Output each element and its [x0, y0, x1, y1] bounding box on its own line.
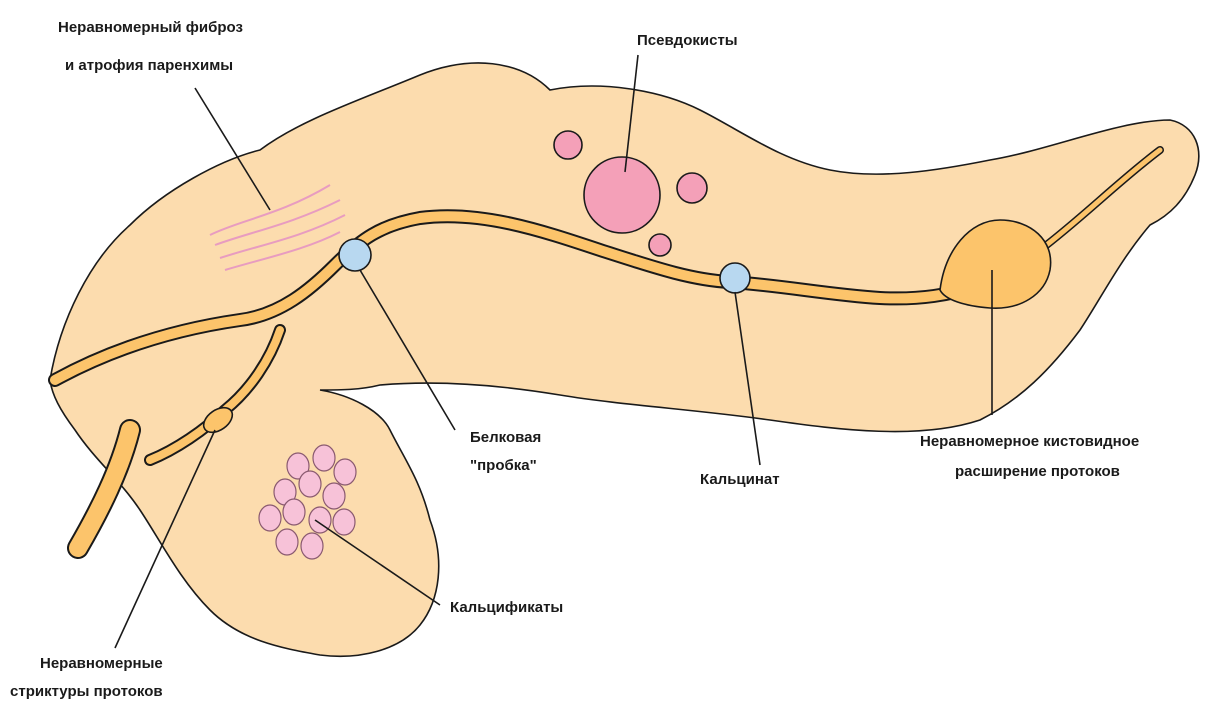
- pancreas-body: [50, 63, 1199, 656]
- pseudocyst-small-1: [554, 131, 582, 159]
- protein-plug: [339, 239, 371, 271]
- label-protein-plug-line1: Белковая: [470, 429, 541, 446]
- label-strictures-line2: стриктуры протоков: [10, 683, 163, 700]
- label-strictures-line1: Неравномерные: [40, 655, 163, 672]
- duct-calculus: [720, 263, 750, 293]
- label-cystic-dilation-line1: Неравномерное кистовидное: [920, 433, 1139, 450]
- label-fibrosis-line2: и атрофия паренхимы: [65, 57, 233, 74]
- label-pseudocysts: Псевдокисты: [637, 32, 738, 49]
- pseudocyst-small-2: [677, 173, 707, 203]
- label-protein-plug-line2: "пробка": [470, 457, 537, 474]
- pseudocyst-small-3: [649, 234, 671, 256]
- label-calcifications: Кальцификаты: [450, 599, 563, 616]
- label-fibrosis-line1: Неравномерный фиброз: [58, 19, 243, 36]
- label-calculus: Кальцинат: [700, 471, 780, 488]
- pseudocyst-large: [584, 157, 660, 233]
- label-cystic-dilation-line2: расширение протоков: [955, 463, 1120, 480]
